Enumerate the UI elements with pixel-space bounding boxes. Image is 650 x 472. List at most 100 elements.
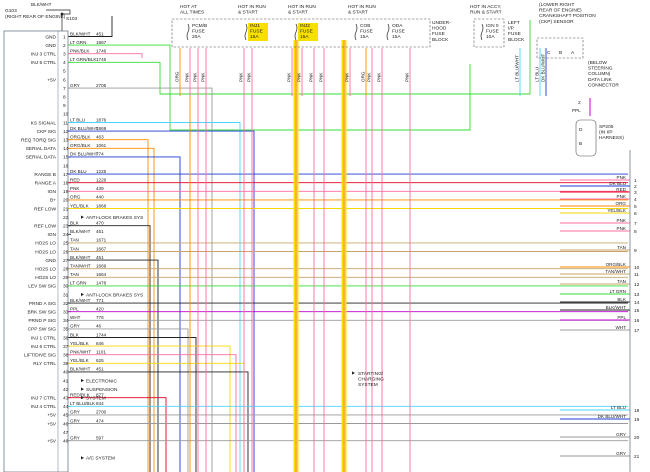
pcm-wire-circuit: 1745 — [96, 57, 107, 62]
pcm-pin-number: 39 — [63, 361, 69, 367]
pcm-pin-label: CKP SIG — [37, 129, 57, 135]
pcm-wire-color: WHT — [70, 315, 81, 320]
fuse-title: HOT IN RUN — [288, 4, 316, 10]
pcm-pin-number: 6 — [63, 77, 66, 83]
pcm-wire-color: TAN/WHT — [70, 264, 91, 269]
pcm-wire-circuit: 1868 — [96, 203, 107, 208]
right-connector-pin: 4 — [634, 197, 637, 203]
pcm-pin-label: SERIAL DATA — [26, 146, 57, 152]
pcm-pin-number: 38 — [63, 353, 69, 359]
pcm-pin-number: 48 — [63, 439, 69, 445]
right-wire-color: PNK — [617, 194, 627, 199]
pcm-wire-color: YEL/BLK — [70, 341, 90, 346]
right-connector-pin: 7 — [634, 221, 637, 227]
right-connector-pin: 20 — [634, 435, 640, 441]
pcm-wire-color: TAN — [70, 246, 79, 251]
pcm-wire-route — [68, 44, 471, 131]
pcm-pin-label: PRND P SIG — [28, 318, 56, 324]
pcm-wire-route — [68, 354, 237, 472]
right-wire-color: YEL/BLK — [607, 208, 627, 213]
pcm-wire-circuit: 451 — [96, 255, 104, 260]
pcm-pin-number: 21 — [63, 206, 69, 212]
pcm-pin-number: 30 — [63, 284, 69, 290]
pcm-pin-label: INJ 5 CTRL — [31, 60, 56, 66]
right-connector-pin: 2 — [634, 184, 637, 190]
pcm-wire-circuit: 451 — [96, 367, 104, 372]
right-wire-color: PPL — [617, 315, 626, 320]
destination-label: ELECTRONIC — [86, 378, 117, 384]
fuse-highlight — [248, 23, 268, 41]
fuse-title: HOT AT — [180, 4, 197, 10]
ckp-pin: B — [559, 50, 562, 56]
right-wire-color: ORG — [616, 201, 627, 206]
vertical-wire-label: PNK — [297, 72, 302, 82]
pcm-pin-number: 2 — [63, 43, 66, 49]
pcm-pin-label: LIFT/DIVE SIG — [24, 353, 56, 359]
pcm-pin-number: 41 — [63, 378, 69, 384]
right-wire-color: PNK — [617, 226, 627, 231]
pcm-pin-number: 15 — [63, 155, 69, 161]
pcm-pin-label: INJ 1 CTRL — [31, 335, 56, 341]
fuse-name: FUSE — [392, 29, 405, 35]
pcm-pin-label: INJ 7 CTRL — [31, 396, 56, 402]
pcm-pin-label: +5V — [47, 77, 56, 83]
ground-splice-dot — [60, 12, 64, 16]
fuse-name: ODA — [392, 23, 403, 29]
fuse-block-label: BLOCK — [432, 37, 449, 43]
pcm-wire-route — [68, 20, 531, 95]
pcm-pin-label: INJ 6 CTRL — [31, 344, 56, 350]
pcm-wire-circuit: 1746 — [96, 49, 107, 54]
pcm-pin-label: INJ 4 CTRL — [31, 404, 56, 410]
pcm-wire-color: GRY — [70, 410, 80, 415]
right-wire-color: TAN/WHT — [605, 269, 626, 274]
destination-label: ANTI-LOCK BRAKES SYS — [86, 215, 143, 221]
wire-layer — [46, 9, 630, 472]
ip-fuse-title: RUN & START — [470, 10, 502, 16]
sp205-pin: B — [579, 141, 582, 147]
dlc-wire-color: PPL — [572, 108, 581, 113]
pcm-pin-label: B+ — [50, 198, 56, 204]
pcm-wire-circuit: 470 — [96, 221, 104, 226]
ground-location: (RIGHT REAR OF ENGINE) — [5, 14, 66, 20]
right-connector-pin: 9 — [634, 248, 637, 254]
pcm-wire-route — [68, 397, 167, 472]
pcm-wire-color: LT GRN — [70, 40, 86, 45]
pcm-pin-number: 43 — [63, 396, 69, 402]
pcm-wire-circuit: 1671 — [96, 238, 107, 243]
pcm-pin-number: 28 — [63, 267, 69, 273]
pcm-pin-number: 42 — [63, 387, 69, 393]
pcm-pin-label: RLY CTRL — [33, 361, 56, 367]
pcm-pin-number: 47 — [63, 430, 69, 436]
pcm-pin-number: 35 — [63, 327, 69, 333]
dlc-title: STEERING — [588, 66, 613, 72]
pcm-pin-number: 32 — [63, 301, 69, 307]
pcm-box — [3, 30, 69, 472]
ip-fuse-block-label: LEFT — [508, 20, 520, 26]
pcm-pin-label: REF LOW — [34, 224, 56, 230]
pcm-pin-number: 40 — [63, 370, 69, 376]
ip-fuse-name: IGN 0 — [486, 23, 499, 29]
pcm-pin-label: BRK SW SIG — [27, 310, 56, 316]
pcm-wire-color: BLK — [70, 221, 80, 226]
vertical-wire-label: PNK — [367, 72, 372, 82]
fuse-name: 15A — [392, 34, 401, 40]
pcm-wire-color: YEL/BLK — [70, 358, 90, 363]
pcm-wire-circuit: 1226 — [96, 178, 107, 183]
pcm-wire-circuit: 625 — [96, 358, 104, 363]
pcm-pin-number: 31 — [63, 292, 69, 298]
pcm-pin-label: GND — [45, 43, 56, 49]
underhood-fuse-block — [171, 18, 431, 48]
pcm-wire-circuit: 774 — [96, 152, 104, 157]
pcm-pin-label: HO2S LO — [35, 267, 56, 273]
right-connector-pin: 3 — [634, 190, 637, 196]
right-wire-color: WHT — [616, 325, 627, 330]
pcm-wire-color: ORG/BLK — [70, 143, 91, 148]
arrow-icon — [81, 456, 84, 460]
ip-fuse-block-label: BLOCK — [508, 37, 525, 43]
dlc-pin: 2 — [578, 100, 581, 106]
right-wire-color: BLK/WHT — [606, 305, 627, 310]
pcm-pin-number: 45 — [63, 413, 69, 419]
pcm-pin-label: RANGE A — [35, 181, 57, 187]
ground-label: G103 — [5, 8, 17, 14]
